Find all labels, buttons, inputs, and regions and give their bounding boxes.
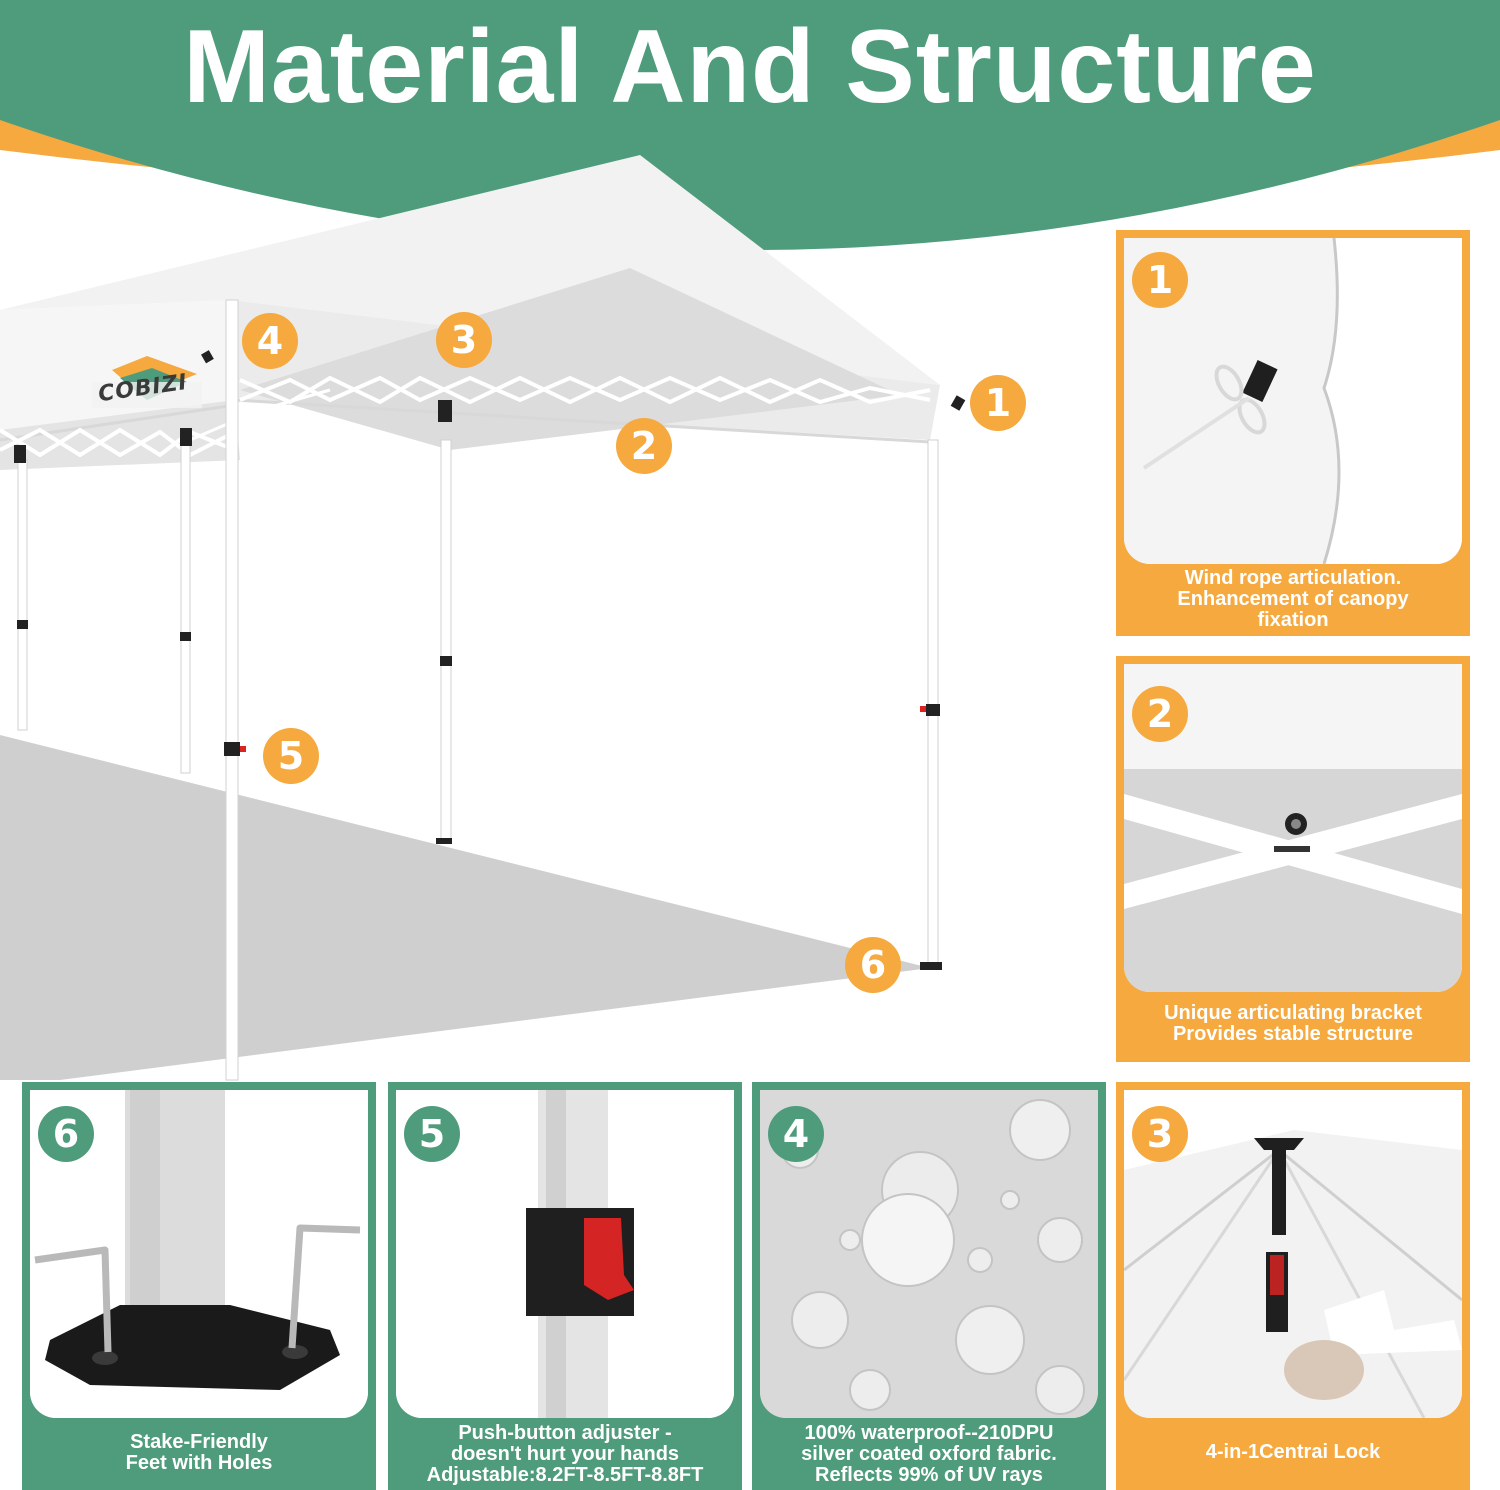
feature-number-badge: 1 [1132,252,1188,308]
ground-shadow [0,735,930,1080]
hero-marker-1: 1 [970,375,1026,431]
feature-panel-central-lock: 3 4-in-1Centrai Lock [1116,1082,1470,1490]
central-lock-photo [1124,1090,1462,1418]
feature-panel-stake-feet: 6 Stake-Friendly Feet with Holes [22,1082,376,1490]
header-green-banner [0,0,1500,250]
hero-marker-2: 2 [616,418,672,474]
canopy-leg [180,439,191,774]
feature-caption: Wind rope articulation. Enhancement of c… [1177,567,1409,631]
feature-number-badge: 3 [1132,1106,1188,1162]
canopy-leg [17,459,28,731]
feature-caption: 4-in-1Centrai Lock [1205,1441,1381,1463]
feature-number-badge: 2 [1132,686,1188,742]
feature-caption: Unique articulating bracket Provides sta… [1164,1002,1422,1045]
wind-rope-photo [1124,238,1462,564]
hero-marker-3: 3 [436,312,492,368]
hero-marker-5: 5 [263,728,319,784]
feature-panel-wind-rope: 1 Wind rope articulation. Enhancement of… [1116,230,1470,636]
hero-marker-4: 4 [242,313,298,369]
canopy-leg [440,439,452,843]
feature-caption: Stake-Friendly Feet with Holes [125,1431,273,1474]
feature-panel-push-button: 5 Push-button adjuster - doesn't hurt yo… [388,1082,742,1490]
feature-number-badge: 4 [768,1106,824,1162]
feature-number-badge: 6 [38,1106,94,1162]
feature-caption: 100% waterproof--210DPU silver coated ox… [801,1422,1057,1486]
page-title: Material And Structure [183,9,1317,125]
canopy-leg [225,299,239,1081]
feature-caption: Push-button adjuster - doesn't hurt your… [426,1422,704,1486]
feature-panel-waterproof-fabric: 4 100% waterproof--210DPU silver coated … [752,1082,1106,1490]
feature-number-badge: 5 [404,1106,460,1162]
hero-marker-6: 6 [845,937,901,993]
feature-panel-articulating-bracket: 2 Unique articulating bracket Provides s… [1116,656,1470,1062]
bracket-photo [1124,664,1462,992]
cobizi-logo [92,356,202,408]
